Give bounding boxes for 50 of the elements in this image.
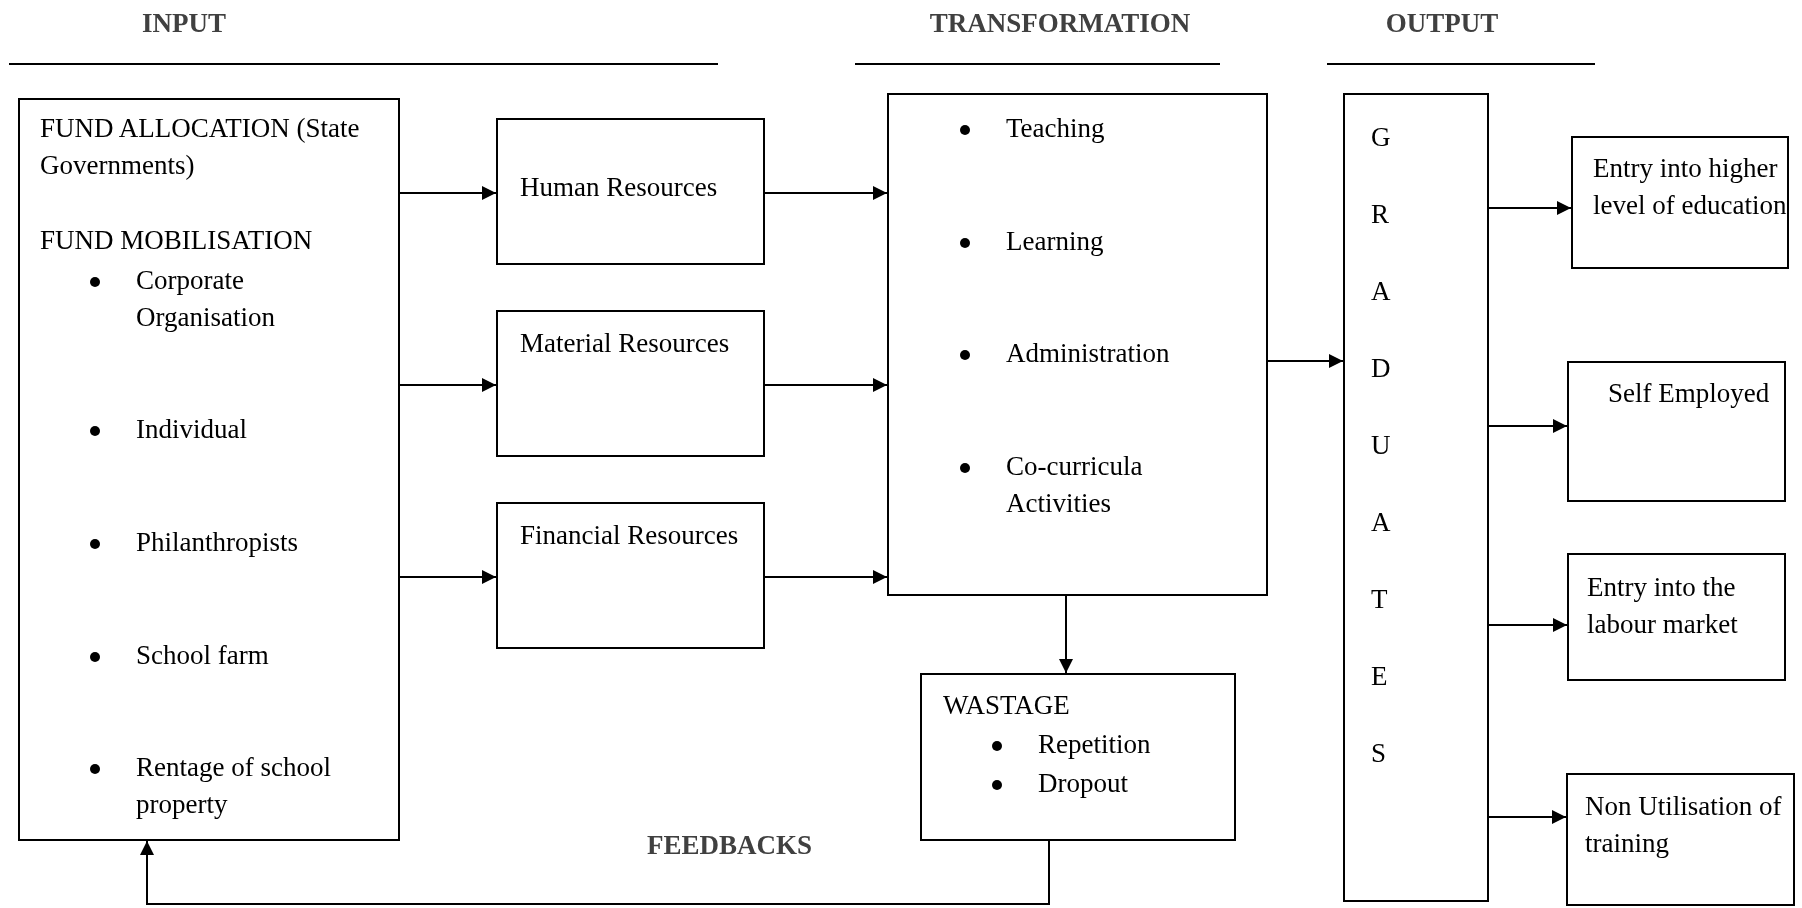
- arrow: [1267, 354, 1344, 368]
- box-text: Material Resources: [520, 327, 731, 360]
- box-text: Human Resources: [520, 171, 719, 204]
- bullet-text: Co-curricula Activities: [1006, 450, 1144, 520]
- feedback-label: FEEDBACKS: [647, 830, 813, 861]
- arrow: [1488, 419, 1568, 433]
- box-text: Self Employed: [1607, 377, 1771, 410]
- process-box: [496, 310, 765, 457]
- bullet-text: Philanthropists: [136, 526, 299, 559]
- process-box: [1567, 361, 1786, 502]
- process-box: [887, 93, 1268, 596]
- bullet-text: Teaching: [1006, 112, 1106, 145]
- process-box: [18, 98, 400, 841]
- column-heading: INPUT: [142, 8, 226, 39]
- box-text: FUND MOBILISATION: [40, 224, 314, 257]
- box-heading: WASTAGE: [943, 689, 1071, 722]
- bullet-text: Dropout: [1038, 767, 1129, 800]
- arrow: [764, 378, 888, 392]
- process-box: [1567, 553, 1786, 681]
- arrow: [399, 378, 497, 392]
- arrow: [399, 186, 497, 200]
- arrow: [1488, 810, 1567, 824]
- bullet-text: Administration: [1006, 337, 1171, 370]
- bullet-text: School farm: [136, 639, 270, 672]
- bullet-text: Corporate Organisation: [136, 264, 276, 334]
- arrow: [1488, 201, 1572, 215]
- bullet-text: Repetition: [1038, 728, 1152, 761]
- bullet-text: Rentage of school property: [136, 751, 332, 821]
- arrow: [399, 570, 497, 584]
- process-box: [1571, 136, 1789, 269]
- arrow: [764, 570, 888, 584]
- box-text: Financial Resources: [520, 519, 740, 552]
- arrow: [1059, 595, 1073, 674]
- process-box: [496, 502, 765, 649]
- process-box: [496, 118, 765, 265]
- bullet-text: Individual: [136, 413, 248, 446]
- box-text: Entry into higher level of education: [1593, 152, 1788, 222]
- bullet-text: Learning: [1006, 225, 1105, 258]
- box-text: Entry into the labour market: [1587, 571, 1739, 641]
- arrow: [764, 186, 888, 200]
- process-box: [920, 673, 1236, 841]
- box-text: Non Utilisation of training: [1585, 790, 1783, 860]
- box-text: GRADUATES: [1371, 121, 1392, 770]
- output-column-box: [1343, 93, 1489, 902]
- column-heading: OUTPUT: [1385, 8, 1499, 39]
- arrow: [1488, 618, 1568, 632]
- arrow: [140, 840, 1050, 905]
- process-box: [1566, 773, 1795, 906]
- box-heading: FUND ALLOCATION (State Governments): [40, 112, 361, 182]
- column-heading: TRANSFORMATION: [929, 8, 1191, 39]
